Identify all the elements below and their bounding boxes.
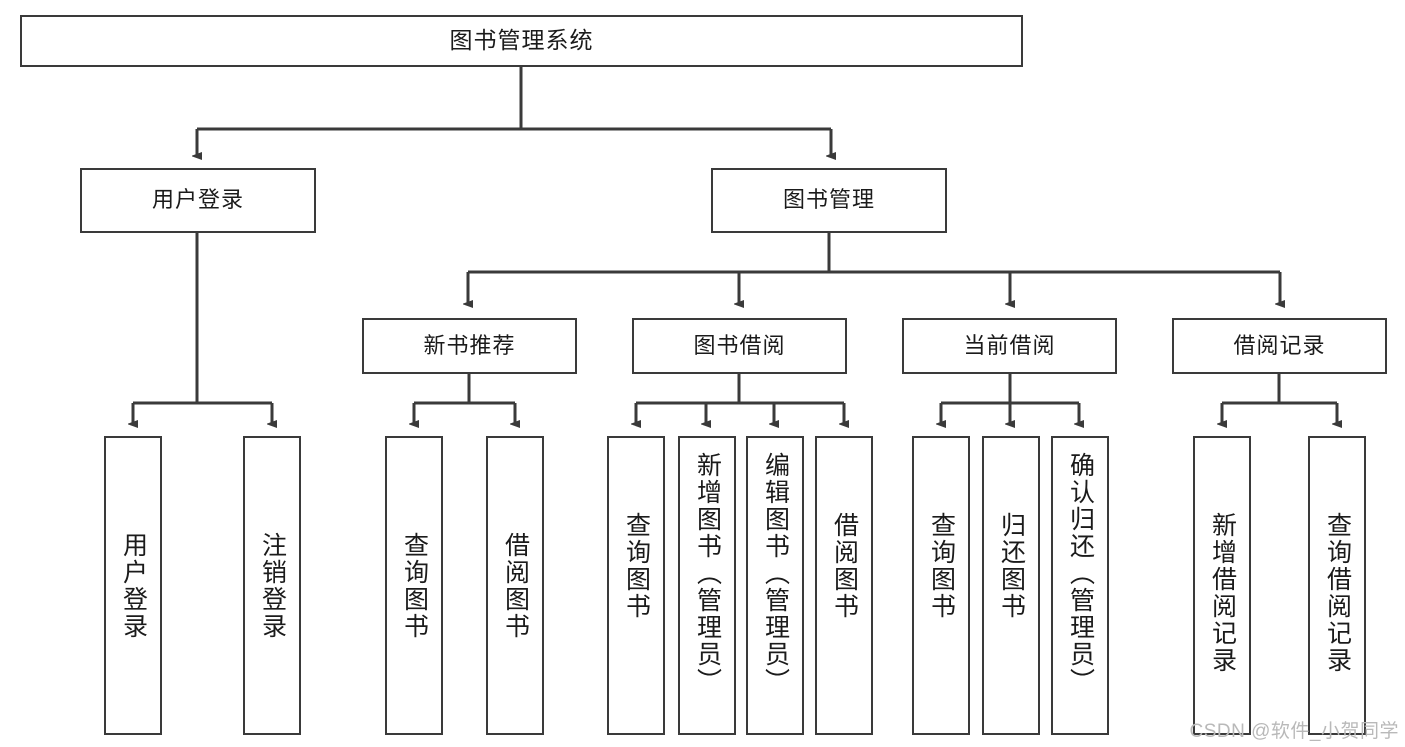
node-label: 当前借阅 (963, 332, 1056, 358)
node-label: 图书借阅 (693, 332, 786, 358)
node-user-login[interactable]: 用户登录 (80, 168, 316, 233)
leaf-edit-book-admin[interactable]: 编辑图书（管理员） (746, 436, 804, 735)
csdn-watermark: CSDN @软件_小贺同学 (1189, 721, 1399, 742)
node-current-borrow[interactable]: 当前借阅 (902, 318, 1117, 374)
node-label: 借阅图书 (501, 532, 530, 640)
node-label: 注销登录 (258, 532, 287, 640)
leaf-return-book[interactable]: 归还图书 (982, 436, 1040, 735)
leaf-add-borrow-record[interactable]: 新增借阅记录 (1193, 436, 1251, 735)
node-label: 确认归还（管理员） (1066, 452, 1095, 695)
node-label: 编辑图书（管理员） (761, 452, 790, 695)
leaf-user-login[interactable]: 用户登录 (104, 436, 162, 735)
node-label: 查询图书 (400, 532, 429, 640)
node-label: 用户登录 (119, 532, 148, 640)
node-label: 查询借阅记录 (1323, 512, 1352, 674)
node-label: 归还图书 (997, 512, 1026, 620)
leaf-borrow-book[interactable]: 借阅图书 (815, 436, 873, 735)
node-label: 用户登录 (151, 187, 244, 213)
node-book-borrow[interactable]: 图书借阅 (632, 318, 847, 374)
leaf-add-book-admin[interactable]: 新增图书（管理员） (678, 436, 736, 735)
node-label: 新增借阅记录 (1208, 512, 1237, 674)
leaf-query-book-current[interactable]: 查询图书 (912, 436, 970, 735)
node-label: 新增图书（管理员） (693, 452, 722, 695)
node-label: 借阅记录 (1233, 332, 1326, 358)
node-borrow-record[interactable]: 借阅记录 (1172, 318, 1387, 374)
leaf-borrow-book-recommend[interactable]: 借阅图书 (486, 436, 544, 735)
node-label: 图书管理 (782, 187, 875, 213)
leaf-query-book-recommend[interactable]: 查询图书 (385, 436, 443, 735)
leaf-query-borrow-record[interactable]: 查询借阅记录 (1308, 436, 1366, 735)
leaf-confirm-return-admin[interactable]: 确认归还（管理员） (1051, 436, 1109, 735)
leaf-logout-login[interactable]: 注销登录 (243, 436, 301, 735)
node-label: 查询图书 (622, 512, 651, 620)
node-label: 新书推荐 (423, 332, 516, 358)
leaf-query-book-borrow[interactable]: 查询图书 (607, 436, 665, 735)
node-label: 借阅图书 (830, 512, 859, 620)
node-new-book-recommend[interactable]: 新书推荐 (362, 318, 577, 374)
node-book-management[interactable]: 图书管理 (711, 168, 947, 233)
node-label: 查询图书 (927, 512, 956, 620)
node-label: 图书管理系统 (449, 27, 594, 54)
node-root-book-management-system[interactable]: 图书管理系统 (20, 15, 1023, 67)
